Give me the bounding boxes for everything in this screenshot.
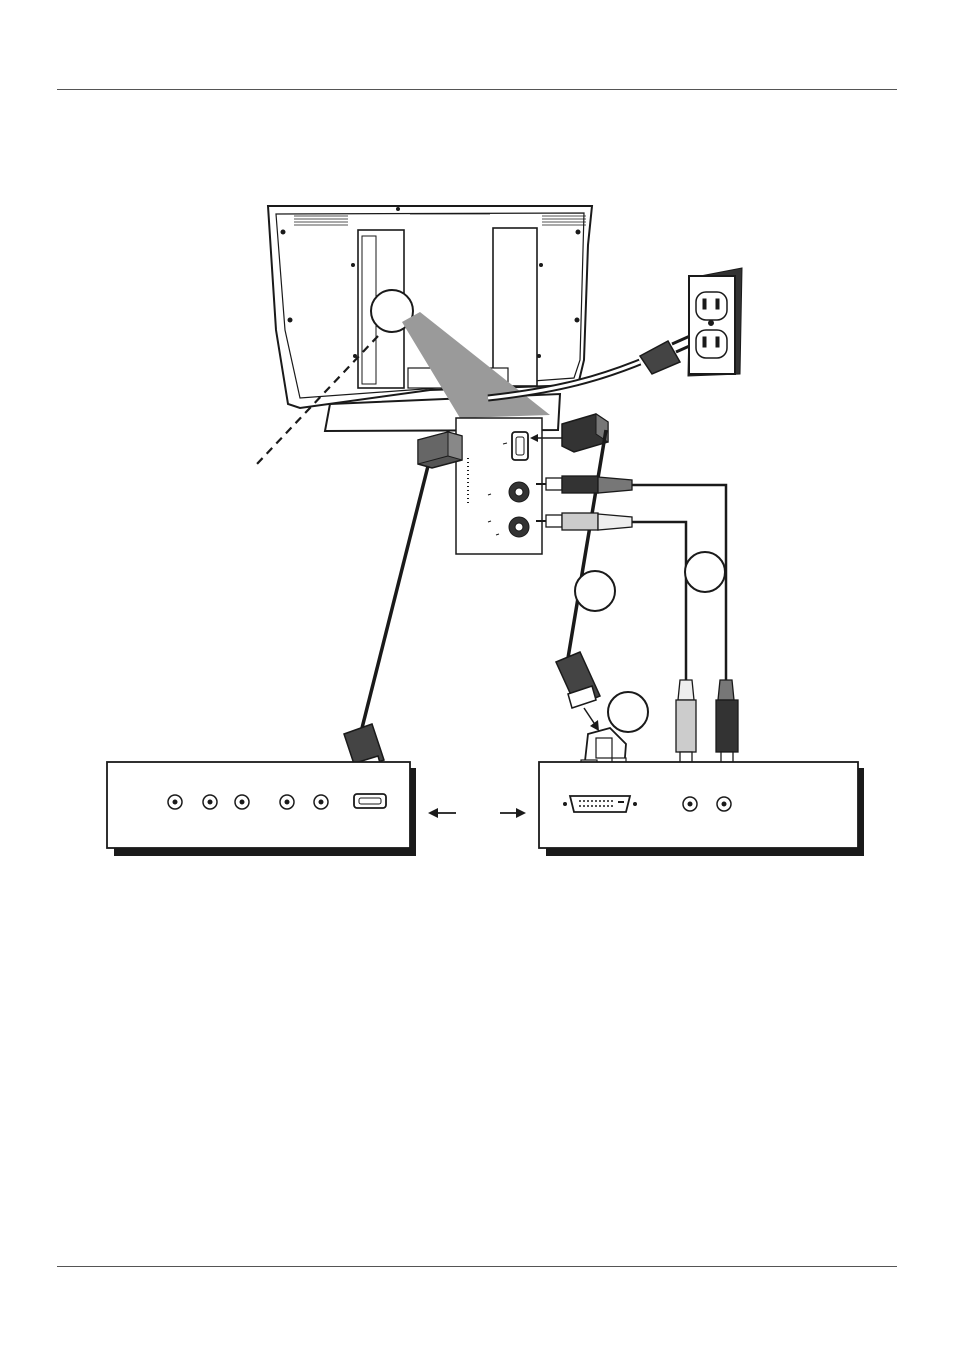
tv-input-panel — [456, 418, 542, 554]
wall-outlet-icon — [688, 268, 742, 376]
tv-back-icon — [268, 206, 592, 431]
hdmi-cable-left — [360, 466, 428, 736]
rca-cable-light — [632, 522, 686, 680]
arrow-left-icon — [428, 808, 456, 818]
insert-arrow — [584, 708, 599, 731]
right-av-device — [539, 762, 864, 856]
hdmi-connector-icon — [556, 652, 600, 708]
callout-audio-cable-c — [685, 552, 725, 592]
callout-adapter-d — [608, 692, 648, 732]
hdmi-cable-right — [568, 430, 606, 658]
arrow-right-icon — [500, 808, 526, 818]
left-av-device — [107, 762, 416, 856]
rca-connector-icon — [536, 476, 632, 530]
hdmi-connector-icon — [562, 414, 608, 452]
power-plug-icon — [640, 336, 694, 374]
callout-hdmi-cable-b — [575, 571, 615, 611]
